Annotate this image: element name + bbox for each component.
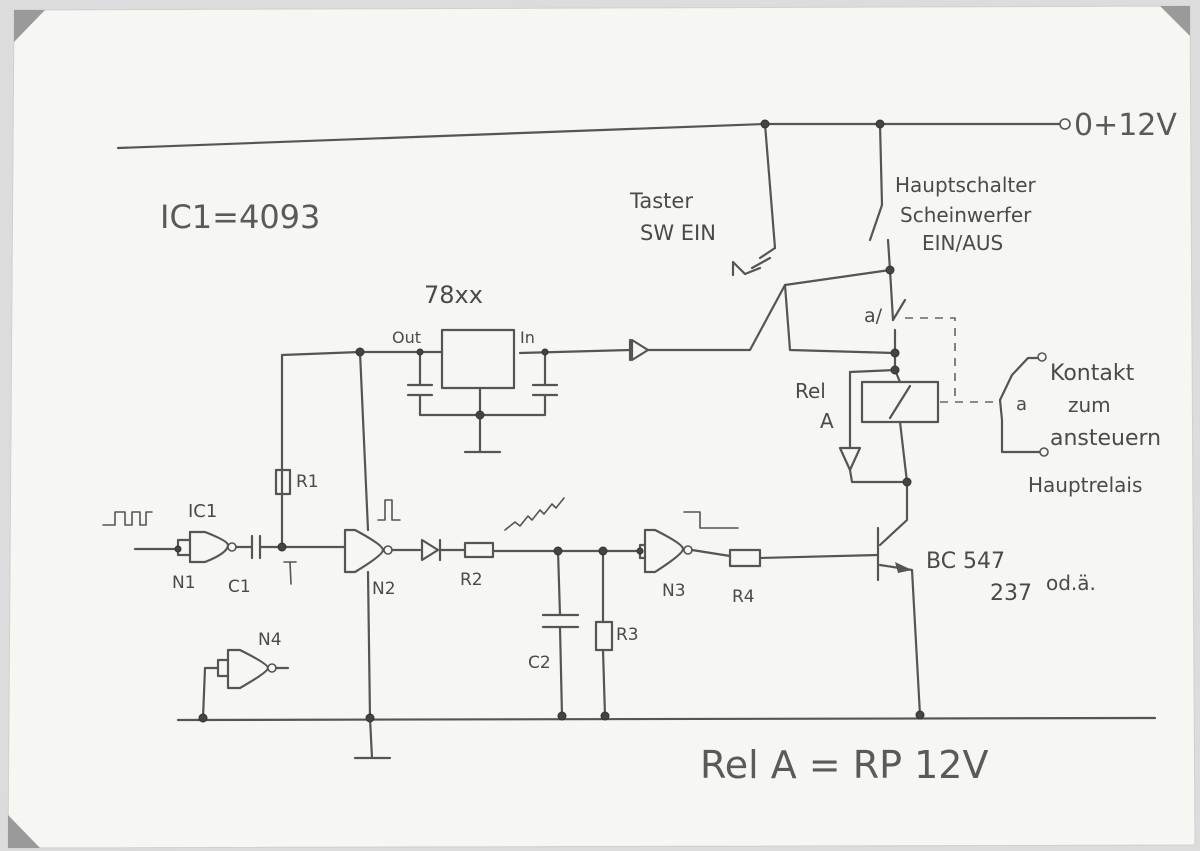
n3-out <box>690 548 732 558</box>
c2-label: C2 <box>528 653 551 673</box>
relay-contact-blade <box>891 298 907 322</box>
contact-terminal-top <box>1037 352 1047 362</box>
gate-n2-bubble <box>383 545 393 555</box>
main-switch-wire-mid <box>886 238 892 272</box>
contact-a-wire <box>998 356 1042 454</box>
transistor-collector <box>878 480 909 547</box>
ic1-label: IC1 <box>188 501 217 522</box>
kontakt-label-1: Kontakt <box>1050 361 1135 386</box>
paper <box>7 5 1196 849</box>
diode-to-reg <box>518 348 632 355</box>
kontakt-label-3: ansteuern <box>1050 426 1161 451</box>
vcc-terminal <box>1059 118 1071 130</box>
relay-coil-slash <box>888 384 912 420</box>
n1-label: N1 <box>172 573 196 593</box>
reg-in-label: In <box>520 328 535 347</box>
r3-wire-bottom <box>601 648 607 718</box>
relay-label-2: A <box>820 409 834 433</box>
kontakt-label-4: Hauptrelais <box>1028 473 1142 497</box>
wiring <box>102 118 1157 760</box>
n2-label: N2 <box>372 579 396 599</box>
r4-label: R4 <box>732 587 755 607</box>
junction-dots <box>174 119 925 723</box>
main-switch-label-2: Scheinwerfer <box>900 203 1032 227</box>
contact-a-label: a <box>1016 394 1027 415</box>
n3-label: N3 <box>662 581 686 601</box>
ramp-waveform <box>504 497 565 531</box>
t-marker <box>283 561 297 585</box>
gate-n2 <box>343 528 385 574</box>
corner-bottom-left <box>8 815 40 848</box>
main-switch-branch <box>783 268 897 355</box>
contact-terminal-bottom <box>1039 447 1049 457</box>
step-waveform <box>683 511 739 529</box>
freewheel-diode <box>838 368 897 472</box>
r2-label: R2 <box>460 570 483 590</box>
gate-n1-bubble <box>227 542 237 552</box>
c1-cap <box>234 534 347 560</box>
main-ground <box>353 716 392 760</box>
gate-n3-bubble <box>683 545 693 555</box>
r1-body <box>274 468 292 496</box>
corner-top-left <box>14 10 45 42</box>
relay-link-dashed <box>905 317 956 400</box>
transistor-arrow <box>895 562 912 573</box>
n2-supply <box>358 350 372 720</box>
main-switch-contact <box>868 203 884 242</box>
n4-label: N4 <box>258 630 282 650</box>
input-waveform <box>102 511 153 526</box>
sw-ein-label: SW EIN <box>640 221 716 245</box>
freewheel-bottom <box>848 468 909 484</box>
gate-n4-bubble <box>267 663 277 673</box>
relay-contact-top <box>888 268 895 322</box>
regulator-body <box>440 328 516 390</box>
r4-to-base <box>758 553 880 560</box>
relay-contact-label: a/ <box>864 305 883 327</box>
vcc-label: 0+12V <box>1074 108 1177 143</box>
taster-wire <box>763 122 777 250</box>
main-switch-label-3: EIN/AUS <box>922 231 1003 255</box>
c1-label: C1 <box>228 577 251 597</box>
gate-n4-inputs <box>201 658 230 720</box>
main-switch-wire-top <box>878 122 884 207</box>
diode-input <box>630 338 650 362</box>
transistor-label-1: BC 547 <box>926 549 1005 574</box>
transistor-label-3: od.ä. <box>1046 571 1096 595</box>
relay-type-note: Rel A = RP 12V <box>700 743 988 787</box>
r1-top-wire <box>280 350 362 472</box>
pulse-waveform <box>377 499 401 521</box>
corner-top-right <box>1160 6 1190 36</box>
kontakt-label-2: zum <box>1068 393 1111 417</box>
r1-label: R1 <box>296 472 319 492</box>
ground-rail <box>176 716 1157 722</box>
taster-actuator <box>731 260 747 277</box>
transistor-label-2: 237 <box>990 581 1032 606</box>
c2-cap <box>541 549 580 718</box>
taster-contact <box>743 246 777 276</box>
gate-n3 <box>643 528 685 574</box>
r3-label: R3 <box>616 625 639 645</box>
regulator-label: 78xx <box>424 281 483 309</box>
reg-ground <box>463 413 502 454</box>
taster-label: Taster <box>629 189 693 213</box>
reg-out-label: Out <box>392 328 421 347</box>
main-switch-label-1: Hauptschalter <box>895 173 1037 197</box>
ic-note: IC1=4093 <box>160 198 320 236</box>
relay-label-1: Rel <box>795 379 826 403</box>
taster-to-diode <box>646 283 787 352</box>
